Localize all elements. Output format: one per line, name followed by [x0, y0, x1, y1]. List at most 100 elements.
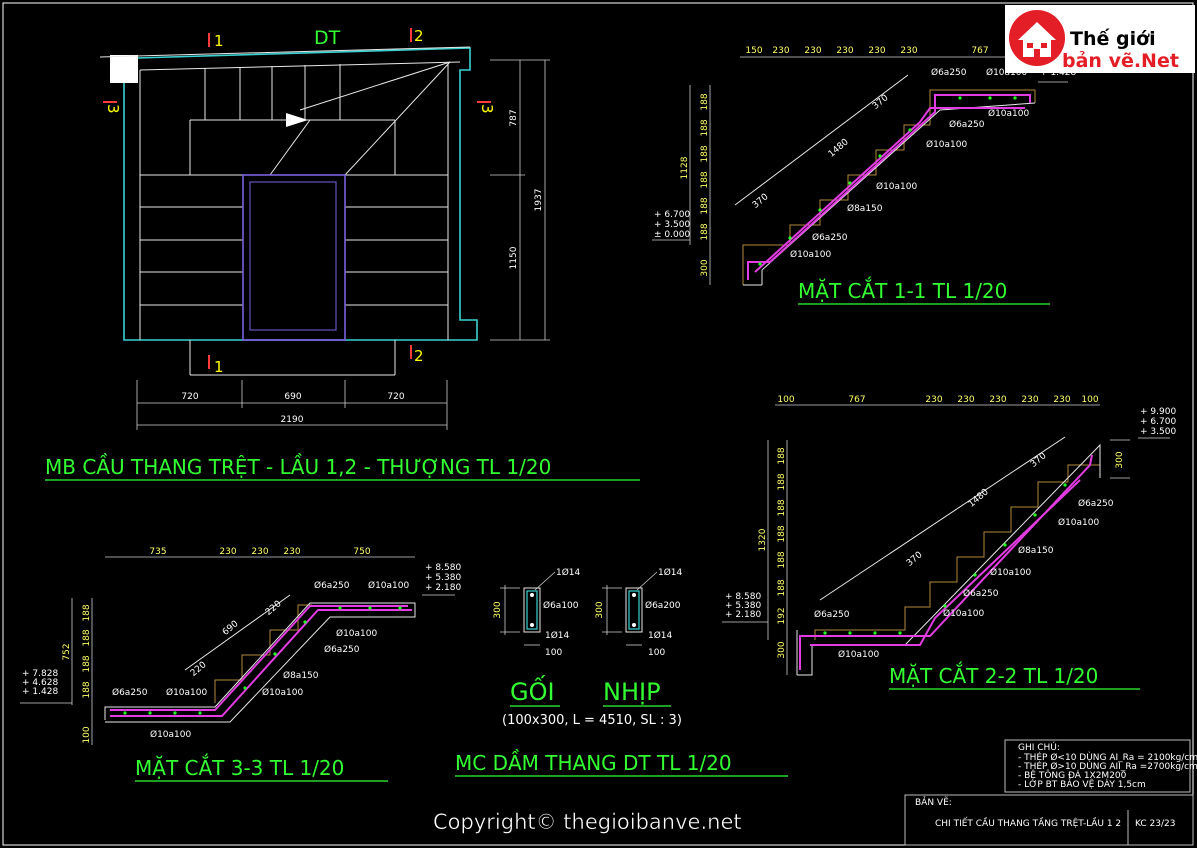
s11-slope-dim: 1480	[827, 137, 851, 160]
notes-heading: GHI CHÚ:	[1018, 741, 1060, 753]
s11-top-dim: 150	[745, 46, 762, 56]
s33-elev-left: + 7.828	[22, 669, 58, 679]
beam-info: (100x300, L = 4510, SL : 3)	[502, 713, 682, 728]
s33-top-dim: 230	[251, 547, 268, 557]
plan-dim-bottom-1: 720	[181, 392, 198, 402]
titleblock-sheet: KC 23/23	[1135, 819, 1176, 829]
goi-top-bar: 1Ø14	[556, 567, 581, 578]
goi-height: 300	[493, 601, 503, 618]
s11-left-dim: 188	[700, 93, 710, 110]
section-mark-1-top: 1	[214, 32, 224, 50]
s22-rebar: Ø8a150	[1018, 545, 1054, 556]
s33-rebar: Ø6a250	[324, 644, 360, 655]
beam-sections: 300 100 1Ø14 Ø6a100 1Ø14 300 100 1Ø14 Ø6…	[455, 567, 788, 777]
s33-elev-left: + 4.628	[22, 678, 58, 688]
s22-top-dim: 767	[848, 395, 865, 405]
s33-rebar: Ø10a100	[368, 580, 410, 591]
s22-top-dim: 100	[1081, 395, 1098, 405]
titleblock-name: CHI TIẾT CẦU THANG TẦNG TRỆT-LẦU 1 2	[935, 816, 1121, 829]
s11-title: MẶT CẮT 1-1 TL 1/20	[798, 277, 1007, 303]
s22-top-dim: 100	[777, 395, 794, 405]
s11-left-dims: 188 188 188 188 188 188 300 1128	[680, 93, 710, 276]
s22-left-dim: 188	[777, 551, 787, 568]
section-1-1: 150 230 230 230 230 230 767 188 188 188 …	[652, 46, 1076, 305]
s33-left-total: 752	[62, 643, 72, 660]
notes-line: - THÉP Ø<10 DÙNG AI_Ra = 2100kg/cm2	[1018, 751, 1197, 763]
s11-left-total: 1128	[680, 156, 690, 179]
section-mark-2-bottom: 2	[414, 347, 424, 365]
s33-left-dim: 188	[82, 629, 92, 646]
beam-title: MC DẦM THANG DT TL 1/20	[455, 750, 732, 775]
s33-rebar: Ø10a100	[336, 628, 378, 639]
section-mark-3-left: 3	[104, 104, 122, 114]
s22-top-dim: 230	[925, 395, 942, 405]
s22-top-dim: 230	[957, 395, 974, 405]
titleblock-label: BẢN VẼ:	[915, 796, 952, 808]
plan-dim-total: 2190	[281, 415, 304, 425]
s22-elev-right: + 3.500	[1140, 427, 1176, 437]
s22-elev-left: + 2.180	[725, 610, 761, 620]
s22-elev-right: + 9.900	[1140, 407, 1176, 417]
s33-top-dim: 230	[283, 547, 300, 557]
plan-dim-right-1: 787	[509, 109, 519, 126]
notes-block: GHI CHÚ: - THÉP Ø<10 DÙNG AI_Ra = 2100kg…	[1004, 739, 1197, 793]
nhip-width: 100	[648, 648, 665, 658]
title-block: BẢN VẼ: CHI TIẾT CẦU THANG TẦNG TRỆT-LẦU…	[904, 794, 1194, 846]
s22-rebar: Ø10a100	[943, 608, 985, 619]
s33-elev-right: + 8.580	[425, 563, 461, 573]
s11-rebar: Ø10a100	[876, 181, 918, 192]
s22-left-dim: 188	[777, 473, 787, 490]
s11-slope-dim: 370	[871, 93, 891, 112]
s33-rebar: Ø8a150	[283, 670, 319, 681]
s22-top-dim: 230	[989, 395, 1006, 405]
s11-top-dim: 230	[836, 46, 853, 56]
s33-slope-dim: 690	[221, 619, 241, 638]
s33-rebar: Ø10a100	[262, 687, 304, 698]
s11-left-dim: 188	[700, 119, 710, 136]
s22-left-dim: 188	[777, 525, 787, 542]
plan-dim-right-total: 1937	[534, 189, 544, 212]
s11-left-dim: 188	[700, 171, 710, 188]
s22-left-dim: 188	[777, 447, 787, 464]
section-mark-2-top: 2	[414, 27, 424, 45]
notes-line: - BÊ TÔNG ĐÁ 1X2M200	[1018, 769, 1127, 781]
s22-elev-right: + 6.700	[1140, 417, 1176, 427]
s33-slope-dim: 220	[189, 660, 209, 679]
s22-elev-left: + 5.380	[725, 601, 761, 611]
s22-rebar: Ø10a100	[1058, 517, 1100, 528]
s11-slope-dim: 370	[751, 192, 771, 211]
section-2-2: 100 767 230 230 230 230 230 100 188 188 …	[722, 395, 1176, 690]
plan-view: 1 2 DT 1 2 3 3 720 690 720 2190 787 1150…	[45, 27, 640, 481]
s11-top-dim: 767	[971, 46, 988, 56]
s22-rebar: Ø6a250	[963, 588, 999, 599]
s22-left-dim: 192	[777, 607, 787, 624]
plan-title: MB CẦU THANG TRỆT - LẦU 1,2 - THƯỢNG TL …	[45, 454, 551, 479]
s11-elev: + 3.500	[654, 220, 690, 230]
logo-line1: Thế giới	[1070, 27, 1156, 50]
s11-top-dim: 230	[804, 46, 821, 56]
s22-left-total: 1320	[758, 528, 768, 551]
s11-rebar: Ø10a100	[988, 108, 1030, 119]
s22-slope-dim: 370	[905, 550, 925, 569]
plan-dim-bottom-3: 720	[387, 392, 404, 402]
s11-top-dim: 230	[900, 46, 917, 56]
s11-top-dim: 230	[868, 46, 885, 56]
s33-rebar: Ø10a100	[166, 687, 208, 698]
nhip-bottom-bar: 1Ø14	[648, 630, 673, 641]
plan-dim-bottom-2: 690	[284, 392, 301, 402]
s22-left-dim: 300	[777, 641, 787, 658]
copyright-text: Copyright© thegioibanve.net	[433, 810, 742, 834]
s11-rebar: Ø6a250	[931, 67, 967, 78]
s22-rebar: Ø6a250	[1078, 498, 1114, 509]
s11-top-dim: 230	[772, 46, 789, 56]
section-3-3: 735 230 230 230 750 188 188 188 188 100 …	[20, 547, 461, 782]
s11-left-dim: 188	[700, 145, 710, 162]
direction-arrow-icon	[286, 113, 308, 127]
s33-elev-right: + 5.380	[425, 573, 461, 583]
goi-bottom-bar: 1Ø14	[545, 630, 570, 641]
plan-dim-right-2: 1150	[509, 246, 519, 269]
s33-elev-left: + 1.428	[22, 687, 58, 697]
nhip-stirrup: Ø6a200	[645, 600, 681, 611]
